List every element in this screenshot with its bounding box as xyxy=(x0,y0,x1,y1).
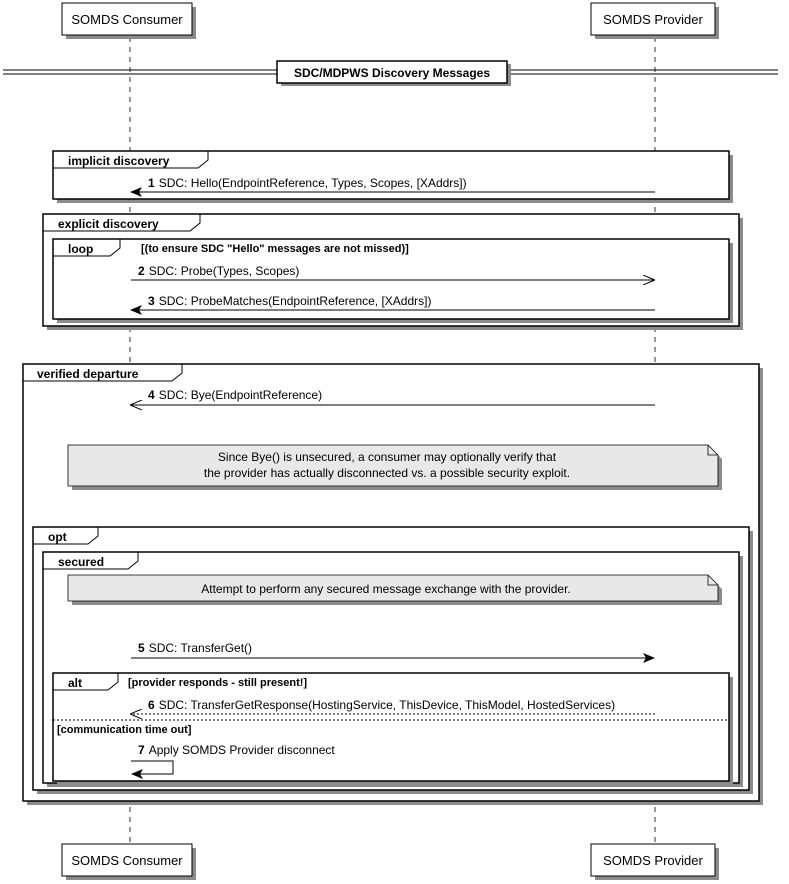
message-3: 3 SDC: ProbeMatches(EndpointReference, [X… xyxy=(130,294,655,315)
group-secured-label: secured xyxy=(58,555,104,569)
group-implicit-discovery: implicit discovery xyxy=(52,150,733,203)
participant-provider-top[interactable]: SOMDS Provider xyxy=(590,2,719,39)
message-4: 4 SDC: Bye(EndpointReference) xyxy=(131,388,655,405)
participant-consumer-top[interactable]: SOMDS Consumer xyxy=(61,2,196,39)
group-loop-condition: [(to ensure SDC "Hello" messages are not… xyxy=(141,243,409,255)
message-1: 1 SDC: Hello(EndpointReference, Types, Sc… xyxy=(130,176,655,197)
message-3-text: SDC: ProbeMatches(EndpointReference, [XA… xyxy=(159,294,432,308)
note-bye-line2: the provider has actually disconnected v… xyxy=(204,466,570,480)
message-7-text: Apply SOMDS Provider disconnect xyxy=(149,743,336,757)
participant-provider-label: SOMDS Provider xyxy=(603,12,703,27)
message-7: 7 Apply SOMDS Provider disconnect xyxy=(131,743,335,779)
message-5-text: SDC: TransferGet() xyxy=(149,641,252,655)
group-alt: alt [provider responds - still present!]… xyxy=(52,672,733,785)
message-1-text: SDC: Hello(EndpointReference, Types, Sco… xyxy=(159,176,467,190)
participant-consumer-bottom-label: SOMDS Consumer xyxy=(71,853,183,868)
group-opt-label: opt xyxy=(48,530,67,544)
note-bye-line1: Since Bye() is unsecured, a consumer may… xyxy=(218,450,557,464)
message-4-text: SDC: Bye(EndpointReference) xyxy=(159,388,322,402)
participant-provider-bottom-label: SOMDS Provider xyxy=(603,853,703,868)
participant-provider-bottom[interactable]: SOMDS Provider xyxy=(590,843,719,880)
group-explicit-label: explicit discovery xyxy=(58,217,159,231)
group-alt-else-condition: [communication time out] xyxy=(57,724,192,736)
message-4-number: 4 xyxy=(148,388,155,402)
group-alt-condition: [provider responds - still present!] xyxy=(128,677,307,689)
group-alt-label: alt xyxy=(68,676,82,690)
group-loop-label: loop xyxy=(68,242,93,256)
message-6: 6 SDC: TransferGetResponse(HostingService… xyxy=(131,698,655,714)
group-departure-label: verified departure xyxy=(37,367,139,381)
message-3-number: 3 xyxy=(148,294,155,308)
divider: SDC/MDPWS Discovery Messages xyxy=(3,60,778,86)
message-1-number: 1 xyxy=(148,176,155,190)
message-6-text: SDC: TransferGetResponse(HostingService,… xyxy=(159,698,615,712)
divider-title: SDC/MDPWS Discovery Messages xyxy=(294,66,490,80)
group-implicit-label: implicit discovery xyxy=(68,154,170,168)
message-2-number: 2 xyxy=(138,264,145,278)
message-7-number: 7 xyxy=(138,743,145,757)
participant-consumer-bottom[interactable]: SOMDS Consumer xyxy=(61,843,196,880)
message-5: 5 SDC: TransferGet() xyxy=(131,641,655,663)
message-5-number: 5 xyxy=(138,641,145,655)
message-6-number: 6 xyxy=(148,698,155,712)
message-2-text: SDC: Probe(Types, Scopes) xyxy=(149,264,300,278)
note-secured: Attempt to perform any secured message e… xyxy=(67,574,722,605)
message-2: 2 SDC: Probe(Types, Scopes) xyxy=(131,264,654,280)
note-secured-text: Attempt to perform any secured message e… xyxy=(201,582,571,596)
note-bye: Since Bye() is unsecured, a consumer may… xyxy=(67,444,722,490)
participant-consumer-label: SOMDS Consumer xyxy=(71,12,183,27)
